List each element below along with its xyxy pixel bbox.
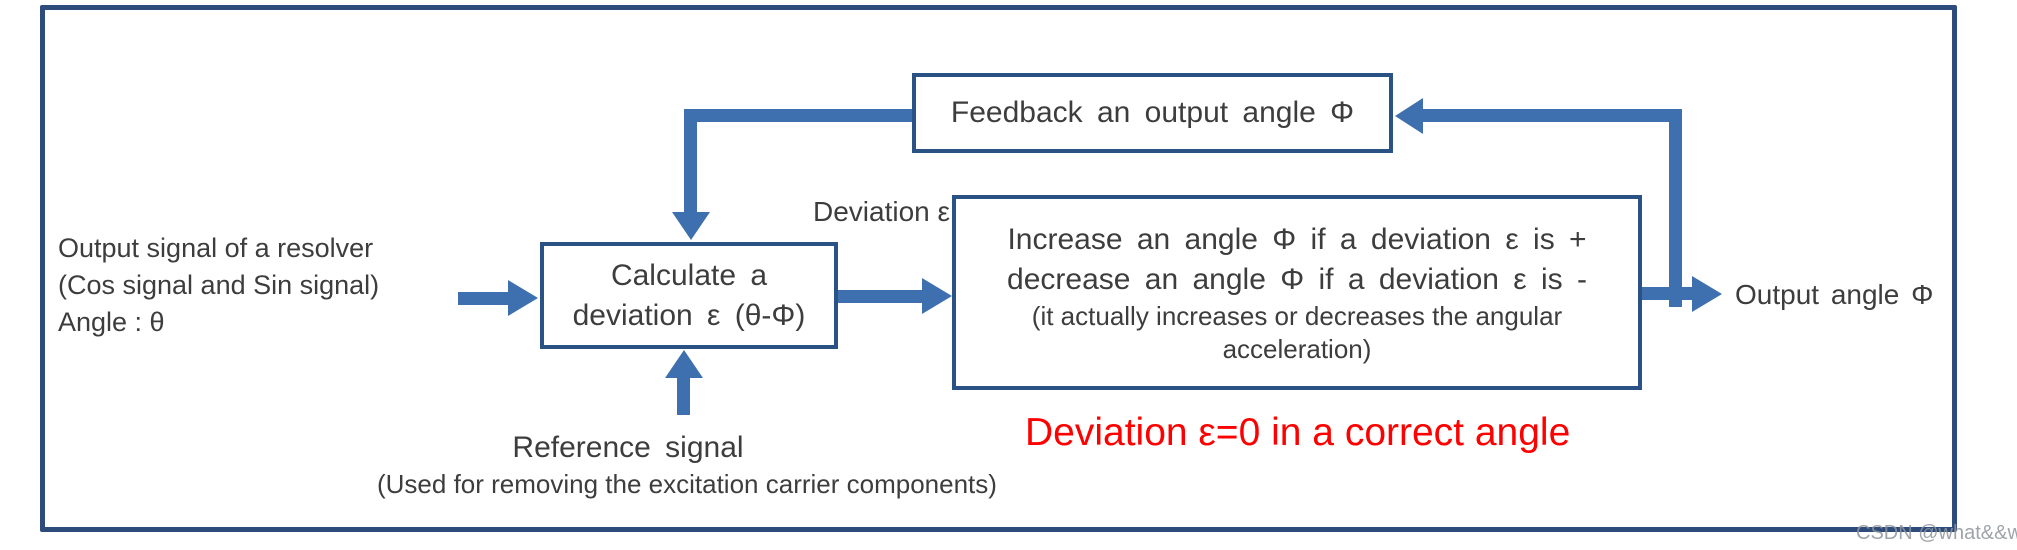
action-box-subline: (it actually increases or decreases the … — [1031, 300, 1563, 331]
feedback-left-vertical-line — [684, 109, 697, 214]
reference-signal-subtitle: (Used for removing the excitation carrie… — [377, 469, 997, 499]
increase-decrease-angle-box: Increase an angle Φ if a deviation ε is … — [952, 195, 1642, 390]
arrow-deviation-head-icon — [922, 278, 952, 314]
feedback-right-arrow-head-icon — [1395, 98, 1423, 134]
csdn-watermark: CSDN @what&&why — [1856, 522, 2017, 544]
feedback-left-horizontal-line — [684, 109, 914, 122]
reference-signal-title: Reference signal — [512, 431, 744, 464]
calculate-deviation-box: Calculate a deviation ε (θ-Φ) — [540, 242, 838, 349]
arrow-deviation-shaft — [838, 290, 924, 303]
arrow-input-head-icon — [508, 280, 538, 316]
diagram-frame — [40, 5, 1957, 532]
output-angle-label: Output angle Φ — [1735, 279, 1934, 310]
input-label-line: Output signal of a resolver — [58, 233, 374, 263]
reference-signal-label: Reference signal (Used for removing the … — [377, 431, 997, 500]
input-signal-label: Output signal of a resolver (Cos signal … — [58, 230, 498, 341]
action-box-line: Increase an angle Φ if a deviation ε is … — [1007, 222, 1587, 256]
feedback-box-label: Feedback an output angle Φ — [950, 96, 1355, 129]
action-box-subline: acceleration) — [1222, 333, 1372, 364]
feedback-right-horizontal-line — [1421, 109, 1682, 122]
input-label-line: (Cos signal and Sin signal) — [58, 270, 380, 300]
arrow-output-head-icon — [1692, 276, 1722, 312]
calc-box-line: Calculate a — [610, 258, 768, 292]
feedback-output-angle-box: Feedback an output angle Φ — [912, 73, 1393, 153]
deviation-epsilon-label: Deviation ε — [813, 196, 950, 227]
reference-up-arrow-head-icon — [665, 350, 703, 378]
arrow-input-shaft — [458, 292, 513, 305]
feedback-down-arrow-head-icon — [672, 212, 710, 240]
feedback-right-vertical-line — [1669, 109, 1682, 307]
calc-box-line: deviation ε (θ-Φ) — [572, 298, 806, 332]
deviation-zero-note: Deviation ε=0 in a correct angle — [1025, 411, 1571, 454]
input-label-line: Angle : θ — [58, 307, 165, 337]
action-box-line: decrease an angle Φ if a deviation ε is … — [1007, 262, 1587, 296]
arrow-output-shaft — [1641, 287, 1693, 300]
reference-up-arrow-shaft — [677, 376, 690, 415]
